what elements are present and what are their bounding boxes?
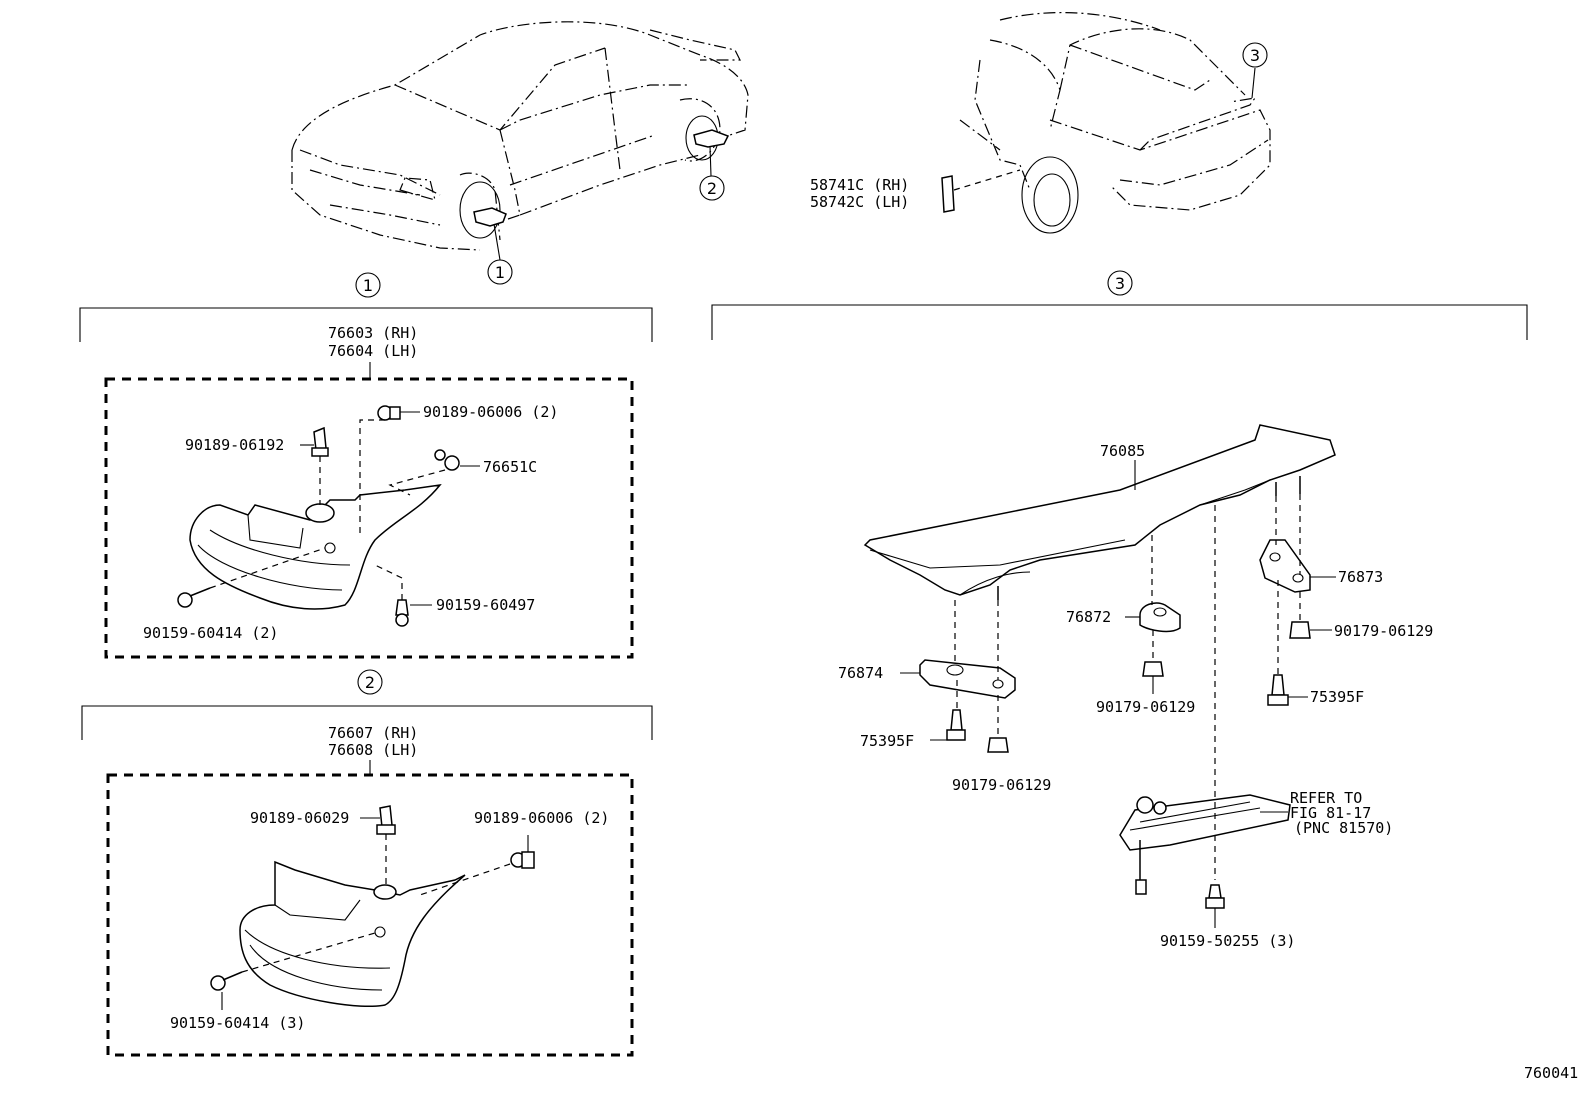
emblem-lh-label: 58742C (LH): [810, 193, 909, 211]
callout-label: 2: [707, 179, 717, 198]
emblem-rh-label: 58741C (RH): [810, 176, 909, 194]
part-76085: 76085: [1100, 442, 1145, 460]
part-90189-06192: 90189-06192: [185, 436, 284, 454]
part-76874: 76874: [838, 664, 883, 682]
figure-number: 760041: [1524, 1064, 1578, 1082]
part-75395F-right: 75395F: [1310, 688, 1364, 706]
callout-3-car: 3: [1242, 42, 1268, 68]
part-75395F-left: 75395F: [860, 732, 914, 750]
part-90179-06129-center: 90179-06129: [1096, 698, 1195, 716]
part-90189-06006: 90189-06006 (2): [474, 809, 609, 827]
front-car-illustration: [291, 21, 749, 261]
section-callout: 3: [1115, 274, 1125, 293]
assembly-lh-label: 76604 (LH): [328, 342, 418, 360]
part-90159-60414: 90159-60414 (2): [143, 624, 278, 642]
part-90179-06129-lower: 90179-06129: [952, 776, 1051, 794]
part-90159-60414: 90159-60414 (3): [170, 1014, 305, 1032]
callout-label: 3: [1250, 46, 1260, 65]
reference-line-2: FIG 81-17: [1290, 804, 1371, 822]
rear-car-illustration: [941, 12, 1271, 234]
part-90189-06029: 90189-06029: [250, 809, 349, 827]
part-90179-06129-right: 90179-06129: [1334, 622, 1433, 640]
part-76873: 76873: [1338, 568, 1383, 586]
callout-2-car: 2: [699, 175, 725, 201]
assembly-rh-label: 76603 (RH): [328, 324, 418, 342]
section-rear-mudguard: 2 76607 (RH) 76608 (LH): [81, 669, 653, 1057]
part-76651C: 76651C: [483, 458, 537, 476]
assembly-lh-label: 76608 (LH): [328, 741, 418, 759]
section-callout: 2: [365, 673, 375, 692]
section-rear-spoiler: 3: [711, 270, 1528, 928]
callout-1-car: 1: [487, 259, 513, 285]
reference-line-1: REFER TO: [1290, 789, 1362, 807]
assembly-rh-label: 76607 (RH): [328, 724, 418, 742]
part-90159-50255: 90159-50255 (3): [1160, 932, 1295, 950]
part-76872: 76872: [1066, 608, 1111, 626]
part-90189-06006: 90189-06006 (2): [423, 403, 558, 421]
section-front-mudguard: 1 76603 (RH) 76604 (LH): [79, 272, 653, 659]
reference-line-3: (PNC 81570): [1294, 819, 1393, 837]
section-callout: 1: [363, 276, 373, 295]
callout-label: 1: [495, 263, 505, 282]
part-90159-60497: 90159-60497: [436, 596, 535, 614]
